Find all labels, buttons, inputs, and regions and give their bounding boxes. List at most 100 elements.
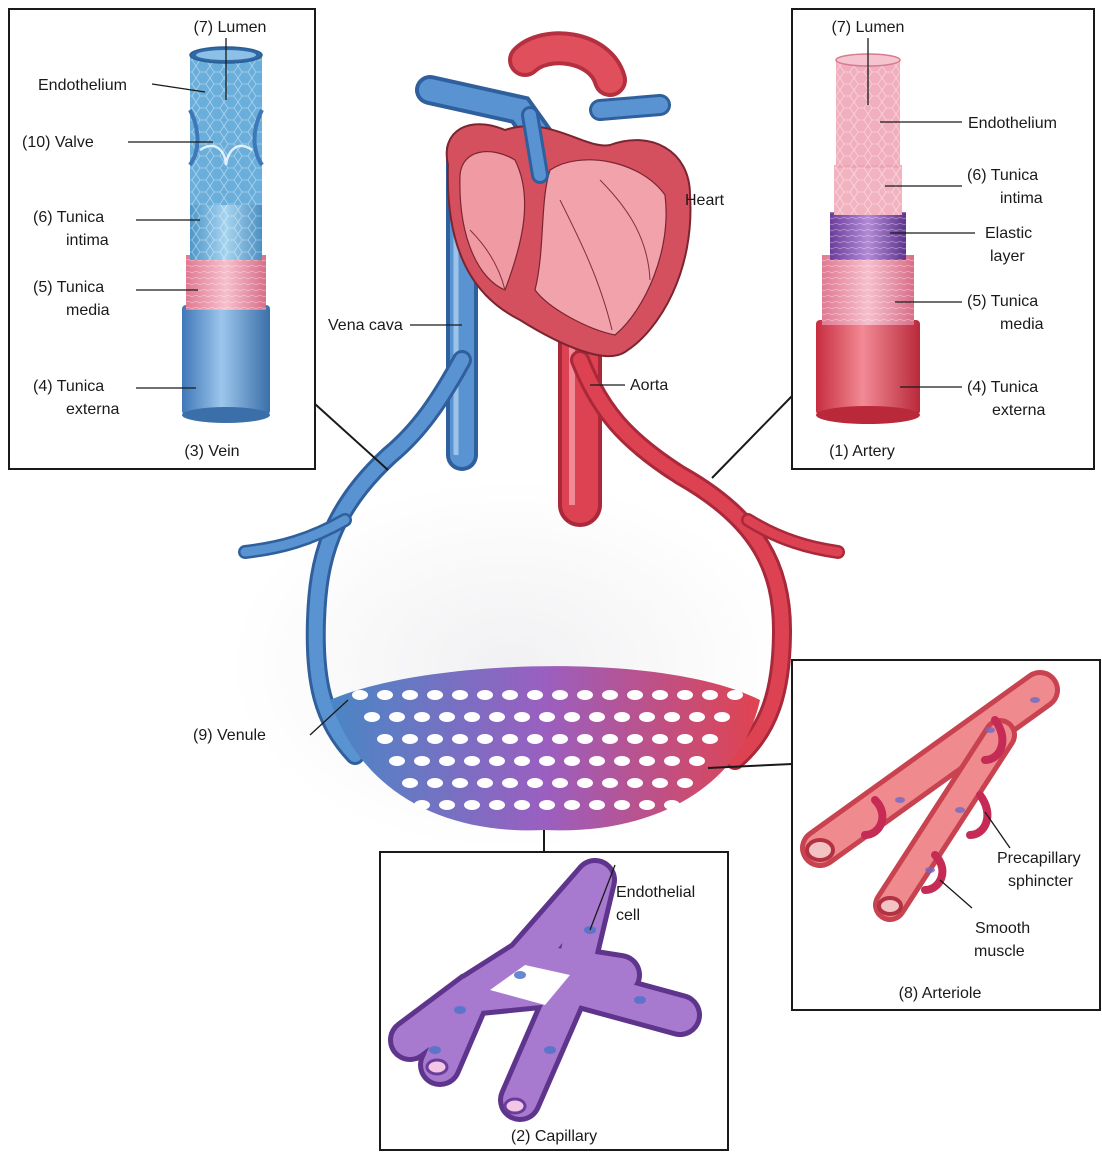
capillary-mesh-gap xyxy=(564,712,580,722)
capillary-mesh-gap xyxy=(364,712,380,722)
artery-media-label-1: (5) Tunica xyxy=(967,293,1038,310)
artery-externa-label-2: externa xyxy=(992,402,1045,419)
artery-media-label-2: media xyxy=(1000,316,1044,333)
capillary-opening xyxy=(505,1099,525,1113)
artery-intima-label-1: (6) Tunica xyxy=(967,167,1038,184)
capillary-mesh-gap xyxy=(452,778,468,788)
precapillary-label-1: Precapillary xyxy=(997,850,1081,867)
vein-media-label-1: (5) Tunica xyxy=(33,279,104,296)
capillary-mesh-gap xyxy=(689,712,705,722)
capillary-mesh-gap xyxy=(427,778,443,788)
capillary-mesh-gap xyxy=(639,756,655,766)
artery-intima-label-2: intima xyxy=(1000,190,1043,207)
capillary-mesh-gap xyxy=(639,800,655,810)
capillary-mesh-gap xyxy=(402,778,418,788)
aorta-label: Aorta xyxy=(630,377,668,394)
capillary-mesh-gap xyxy=(489,800,505,810)
vein-connector xyxy=(315,404,388,470)
capillary-mesh-gap xyxy=(514,756,530,766)
capillary-mesh-gap xyxy=(527,690,543,700)
vein-intima-label-2: intima xyxy=(66,232,109,249)
capillary-mesh-gap xyxy=(577,734,593,744)
venule-label: (9) Venule xyxy=(193,727,266,744)
capillary-opening xyxy=(427,1060,447,1074)
vein-illustration xyxy=(182,47,270,423)
capillary-mesh-gap xyxy=(689,756,705,766)
capillary-mesh-gap xyxy=(539,756,555,766)
capillary-mesh-gap xyxy=(589,800,605,810)
arteriole-opening xyxy=(807,840,833,860)
capillary-mesh-gap xyxy=(439,800,455,810)
capillary-mesh-gap xyxy=(477,690,493,700)
capillary-mesh-gap xyxy=(439,712,455,722)
capillary-mesh-gap xyxy=(639,712,655,722)
vena-cava-label: Vena cava xyxy=(328,317,403,334)
capillary-mesh-gap xyxy=(502,734,518,744)
capillary-mesh-gap xyxy=(677,734,693,744)
capillary-endothelial-label-2: cell xyxy=(616,907,640,924)
vein-intima-label-1: (6) Tunica xyxy=(33,209,104,226)
capillary-mesh-gap xyxy=(377,734,393,744)
capillary-mesh-gap xyxy=(489,712,505,722)
capillary-mesh-gap xyxy=(427,734,443,744)
vein-caption: (3) Vein xyxy=(184,443,239,460)
capillary-mesh-gap xyxy=(677,690,693,700)
vein-externa-label-2: externa xyxy=(66,401,119,418)
precapillary-label-2: sphincter xyxy=(1008,873,1074,890)
capillary-mesh-gap xyxy=(389,712,405,722)
smooth-muscle-label-2: muscle xyxy=(974,943,1025,960)
artery-elastic-label-2: layer xyxy=(990,248,1025,265)
capillary-mesh-gap xyxy=(664,712,680,722)
capillary-mesh-gap xyxy=(502,778,518,788)
capillary-mesh-gap xyxy=(589,712,605,722)
capillary-mesh-gap xyxy=(577,690,593,700)
vein-media-label-2: media xyxy=(66,302,110,319)
capillary-mesh-gap xyxy=(552,778,568,788)
capillary-mesh-gap xyxy=(477,778,493,788)
capillary-mesh-gap xyxy=(627,690,643,700)
arteriole-caption: (8) Arteriole xyxy=(899,985,982,1002)
capillary-mesh-gap xyxy=(614,800,630,810)
capillary-mesh-gap xyxy=(664,756,680,766)
capillary-mesh-gap xyxy=(714,712,730,722)
capillary-mesh-gap xyxy=(602,734,618,744)
capillary-mesh-gap xyxy=(414,756,430,766)
capillary-mesh-gap xyxy=(489,756,505,766)
heart-label: Heart xyxy=(685,192,725,209)
capillary-mesh-gap xyxy=(727,690,743,700)
capillary-mesh-gap xyxy=(452,734,468,744)
vein-valve-label: (10) Valve xyxy=(22,134,94,151)
capillary-mesh-gap xyxy=(564,756,580,766)
capillary-mesh-gap xyxy=(414,800,430,810)
artery-externa-label-1: (4) Tunica xyxy=(967,379,1038,396)
capillary-mesh-gap xyxy=(389,756,405,766)
capillary-mesh-gap xyxy=(664,800,680,810)
capillary-mesh-gap xyxy=(652,778,668,788)
capillary-mesh-gap xyxy=(677,778,693,788)
artery-connector xyxy=(712,396,792,478)
capillary-mesh-gap xyxy=(577,778,593,788)
capillary-mesh-gap xyxy=(614,756,630,766)
capillary-mesh-gap xyxy=(464,712,480,722)
capillary-mesh-gap xyxy=(614,712,630,722)
capillary-mesh-gap xyxy=(514,712,530,722)
artery-lumen-label: (7) Lumen xyxy=(832,19,905,36)
artery-caption: (1) Artery xyxy=(829,443,895,460)
capillary-mesh-gap xyxy=(402,690,418,700)
capillary-mesh-gap xyxy=(514,800,530,810)
capillary-mesh-gap xyxy=(352,690,368,700)
capillary-mesh-gap xyxy=(427,690,443,700)
capillary-mesh-gap xyxy=(464,800,480,810)
capillary-mesh-gap xyxy=(377,690,393,700)
capillary-mesh-gap xyxy=(502,690,518,700)
capillary-caption: (2) Capillary xyxy=(511,1128,597,1145)
capillary-mesh-gap xyxy=(702,734,718,744)
capillary-mesh-gap xyxy=(552,690,568,700)
capillary-mesh-gap xyxy=(452,690,468,700)
capillary-mesh-gap xyxy=(539,800,555,810)
capillary-mesh-gap xyxy=(652,690,668,700)
capillary-mesh-gap xyxy=(464,756,480,766)
capillary-mesh-gap xyxy=(602,778,618,788)
capillary-mesh-gap xyxy=(527,778,543,788)
